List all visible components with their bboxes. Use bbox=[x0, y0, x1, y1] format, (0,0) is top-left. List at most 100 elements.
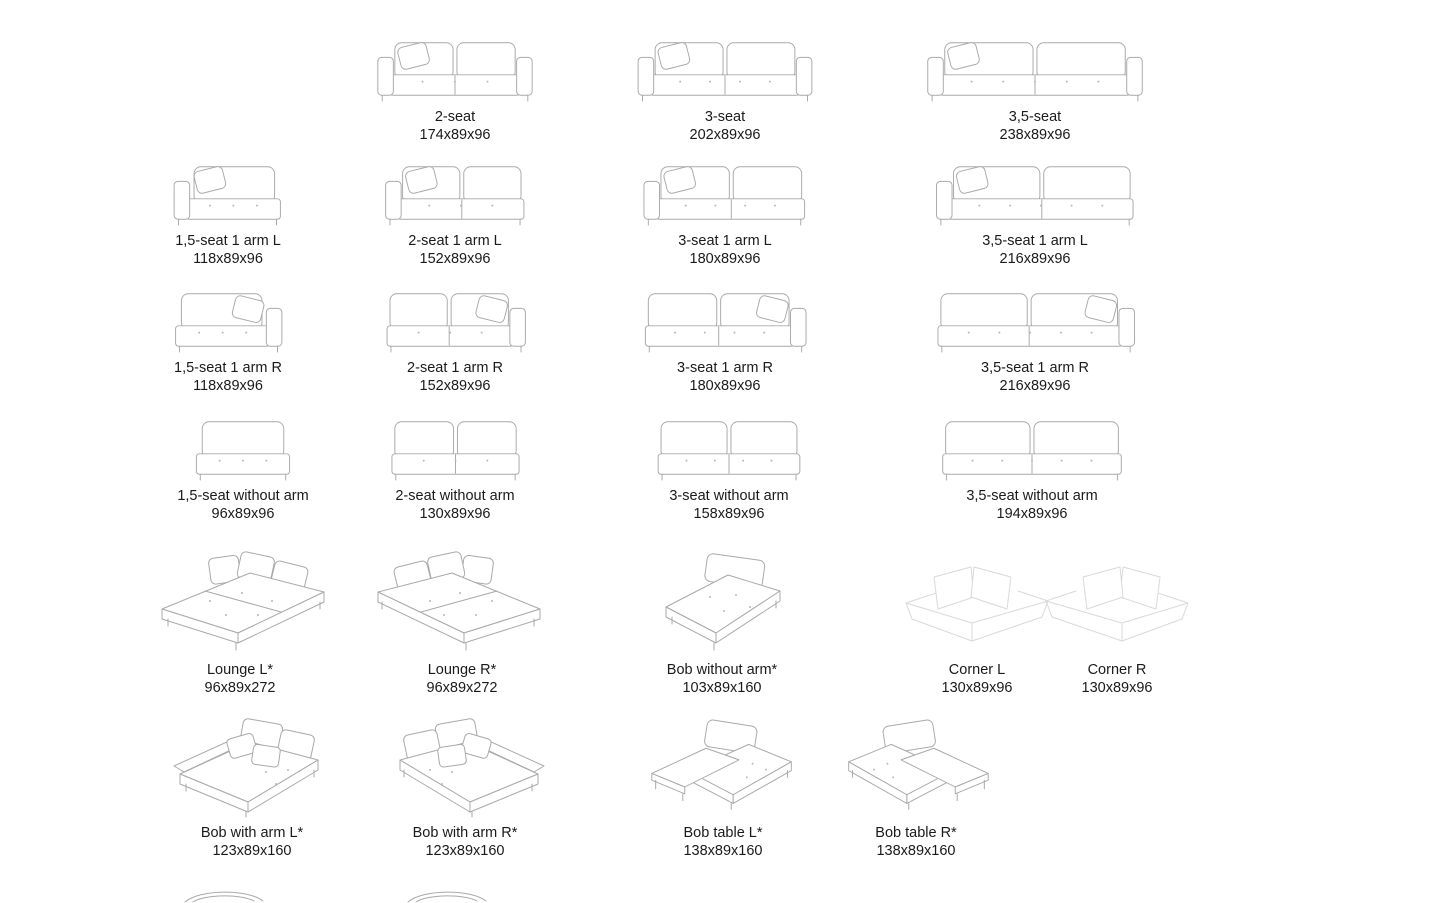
module-bob-table-r: Bob table R* 138x89x160 bbox=[806, 710, 1026, 860]
corner-l-drawing-icon bbox=[902, 543, 1052, 655]
module-name: 2-seat without arm bbox=[395, 488, 515, 504]
bob-arm-r-drawing-icon bbox=[383, 710, 548, 818]
module-dims: 174x89x96 bbox=[419, 127, 491, 143]
lounge-l-drawing-icon bbox=[150, 543, 330, 655]
module-3-5-seat-without-arm: 3,5-seat without arm 194x89x96 bbox=[922, 415, 1142, 523]
bob-arm-l-drawing-icon bbox=[170, 710, 335, 818]
module-2-seat-1-arm-r: 2-seat 1 arm R 152x89x96 bbox=[345, 287, 565, 395]
module-name: 2-seat bbox=[434, 109, 476, 125]
sofa-3-5-seat-arm-l-drawing-icon bbox=[933, 160, 1138, 226]
module-name: 3,5-seat bbox=[1008, 109, 1062, 125]
module-dims: 118x89x96 bbox=[193, 251, 263, 267]
sofa-3-seat-arm-r-drawing-icon bbox=[641, 287, 809, 353]
module-name: 3-seat bbox=[704, 109, 746, 125]
module-name: Bob table R* bbox=[875, 825, 957, 841]
module-dims: 96x89x96 bbox=[211, 506, 275, 522]
module-3-seat-without-arm: 3-seat without arm 158x89x96 bbox=[619, 415, 839, 523]
module-name: Lounge R* bbox=[427, 662, 497, 678]
partial-module-drawing bbox=[403, 886, 493, 903]
module-dims: 216x89x96 bbox=[999, 251, 1071, 267]
sofa-2-seat-arm-r-drawing-icon bbox=[383, 287, 528, 353]
module-dims: 202x89x96 bbox=[689, 127, 761, 143]
sofa-2-seat-drawing-icon bbox=[375, 36, 535, 102]
module-3-5-seat-1-arm-l: 3,5-seat 1 arm L 216x89x96 bbox=[925, 160, 1145, 268]
module-name: 3,5-seat without arm bbox=[966, 488, 1098, 504]
module-dims: 194x89x96 bbox=[996, 506, 1068, 522]
module-2-seat: 2-seat 174x89x96 bbox=[345, 36, 565, 144]
module-name: Corner R bbox=[1087, 662, 1147, 678]
sofa-3-seat-arm-l-drawing-icon bbox=[641, 160, 809, 226]
module-name: Corner L bbox=[948, 662, 1006, 678]
module-name: 1,5-seat without arm bbox=[177, 488, 309, 504]
module-bob-with-arm-r: Bob with arm R* 123x89x160 bbox=[355, 710, 575, 860]
module-corner-r: Corner R 130x89x96 bbox=[1042, 543, 1192, 697]
module-corner-l: Corner L 130x89x96 bbox=[902, 543, 1052, 697]
sofa-3-5-seat-drawing-icon bbox=[924, 36, 1146, 102]
module-dims: 130x89x96 bbox=[1081, 680, 1153, 696]
partial-module-drawing bbox=[180, 886, 270, 903]
module-name: 3-seat 1 arm R bbox=[677, 360, 773, 376]
module-dims: 118x89x96 bbox=[193, 378, 263, 394]
module-dims: 96x89x272 bbox=[204, 680, 276, 696]
module-name: 1,5-seat 1 arm R bbox=[174, 360, 282, 376]
module-dims: 138x89x160 bbox=[683, 843, 763, 859]
module-name: 2-seat 1 arm L bbox=[408, 233, 502, 249]
module-3-5-seat: 3,5-seat 238x89x96 bbox=[920, 36, 1150, 144]
module-dims: 96x89x272 bbox=[426, 680, 498, 696]
sofa-2-seat-arm-l-drawing-icon bbox=[383, 160, 528, 226]
module-dims: 152x89x96 bbox=[419, 378, 491, 394]
module-name: 3-seat without arm bbox=[669, 488, 789, 504]
module-name: 3,5-seat 1 arm L bbox=[982, 233, 1088, 249]
sofa-3-5-seat-arm-r-drawing-icon bbox=[933, 287, 1138, 353]
module-name: Bob table L* bbox=[683, 825, 763, 841]
module-name: Lounge L* bbox=[206, 662, 274, 678]
partial-sofa-drawing-icon bbox=[403, 886, 493, 903]
bob-table-l-drawing-icon bbox=[646, 710, 801, 818]
module-2-seat-without-arm: 2-seat without arm 130x89x96 bbox=[345, 415, 565, 523]
module-dims: 130x89x96 bbox=[419, 506, 491, 522]
module-dims: 180x89x96 bbox=[689, 378, 761, 394]
module-1-5-seat-1-arm-r: 1,5-seat 1 arm R 118x89x96 bbox=[118, 287, 338, 395]
sofa-1-5-seat-arm-r-drawing-icon bbox=[172, 287, 284, 353]
module-lounge-l: Lounge L* 96x89x272 bbox=[130, 543, 350, 697]
module-2-seat-1-arm-l: 2-seat 1 arm L 152x89x96 bbox=[345, 160, 565, 268]
module-dims: 180x89x96 bbox=[689, 251, 761, 267]
lounge-r-drawing-icon bbox=[372, 543, 552, 655]
module-name: 3,5-seat 1 arm R bbox=[981, 360, 1089, 376]
module-dims: 158x89x96 bbox=[693, 506, 765, 522]
module-dims: 238x89x96 bbox=[999, 127, 1071, 143]
module-name: Bob without arm* bbox=[666, 662, 778, 678]
module-name: 1,5-seat 1 arm L bbox=[175, 233, 281, 249]
module-3-seat: 3-seat 202x89x96 bbox=[615, 36, 835, 144]
module-3-seat-1-arm-r: 3-seat 1 arm R 180x89x96 bbox=[615, 287, 835, 395]
module-dims: 103x89x160 bbox=[682, 680, 762, 696]
bob-table-r-drawing-icon bbox=[839, 710, 994, 818]
module-dims: 216x89x96 bbox=[999, 378, 1071, 394]
module-bob-without-arm: Bob without arm* 103x89x160 bbox=[612, 543, 832, 697]
sofa-1-5-seat-no-arm-drawing-icon bbox=[193, 415, 293, 481]
module-dims: 123x89x160 bbox=[212, 843, 292, 859]
module-dims: 152x89x96 bbox=[419, 251, 491, 267]
sofa-3-seat-no-arm-drawing-icon bbox=[654, 415, 804, 481]
module-name: Bob with arm R* bbox=[412, 825, 518, 841]
sofa-1-5-seat-arm-l-drawing-icon bbox=[172, 160, 284, 226]
module-bob-table-l: Bob table L* 138x89x160 bbox=[613, 710, 833, 860]
sofa-3-5-seat-no-arm-drawing-icon bbox=[938, 415, 1126, 481]
module-3-seat-1-arm-l: 3-seat 1 arm L 180x89x96 bbox=[615, 160, 835, 268]
module-dims: 123x89x160 bbox=[425, 843, 505, 859]
sofa-2-seat-no-arm-drawing-icon bbox=[388, 415, 523, 481]
module-3-5-seat-1-arm-r: 3,5-seat 1 arm R 216x89x96 bbox=[925, 287, 1145, 395]
corner-r-drawing-icon bbox=[1042, 543, 1192, 655]
module-name: Bob with arm L* bbox=[200, 825, 304, 841]
module-name: 3-seat 1 arm L bbox=[678, 233, 772, 249]
module-dims: 130x89x96 bbox=[941, 680, 1013, 696]
module-1-5-seat-without-arm: 1,5-seat without arm 96x89x96 bbox=[133, 415, 353, 523]
module-1-5-seat-1-arm-l: 1,5-seat 1 arm L 118x89x96 bbox=[118, 160, 338, 268]
module-name: 2-seat 1 arm R bbox=[407, 360, 503, 376]
module-bob-with-arm-l: Bob with arm L* 123x89x160 bbox=[142, 710, 362, 860]
bob-no-arm-drawing-icon bbox=[652, 543, 792, 655]
module-dims: 138x89x160 bbox=[876, 843, 956, 859]
sofa-3-seat-drawing-icon bbox=[635, 36, 815, 102]
partial-sofa-drawing-icon bbox=[180, 886, 270, 903]
